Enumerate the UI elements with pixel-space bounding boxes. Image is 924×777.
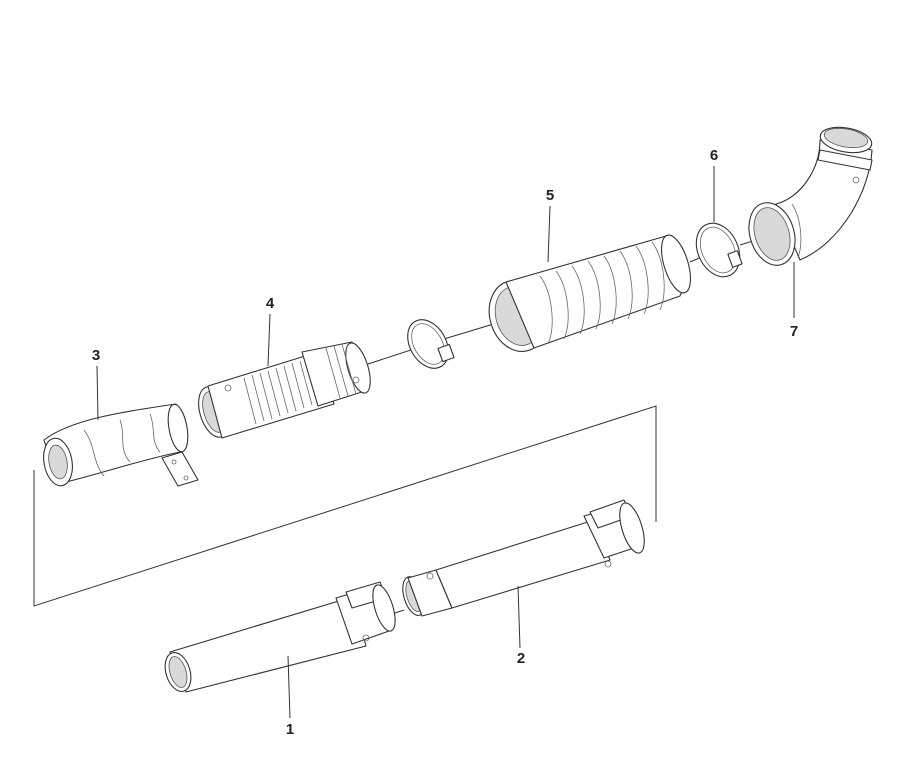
callout-1: 1	[286, 721, 294, 738]
part-7-elbow	[748, 126, 873, 266]
callout-5: 5	[546, 187, 554, 204]
leader-line-2	[517, 585, 521, 649]
part-4-grille-tube	[198, 341, 371, 439]
part-5-flex-hose	[488, 234, 691, 352]
callout-7: 7	[790, 323, 798, 340]
leader-line-4	[267, 313, 271, 367]
callout-3: 3	[92, 347, 100, 364]
leader-line-5	[547, 205, 551, 263]
part-6-hose-clamp	[695, 222, 743, 278]
callout-2: 2	[517, 650, 525, 667]
hose-clamp-lower	[407, 319, 455, 369]
part-1-tube	[164, 581, 396, 693]
leader-line-1	[287, 655, 291, 719]
part-2-tube	[402, 499, 645, 617]
callout-4: 4	[266, 295, 275, 312]
callout-6: 6	[710, 147, 718, 164]
leader-line-3	[96, 365, 99, 421]
callout-labels: 1 2 3 4 5 6 7	[92, 147, 798, 738]
part-3-nozzle-bag	[43, 403, 199, 487]
leader-lines	[96, 166, 795, 719]
